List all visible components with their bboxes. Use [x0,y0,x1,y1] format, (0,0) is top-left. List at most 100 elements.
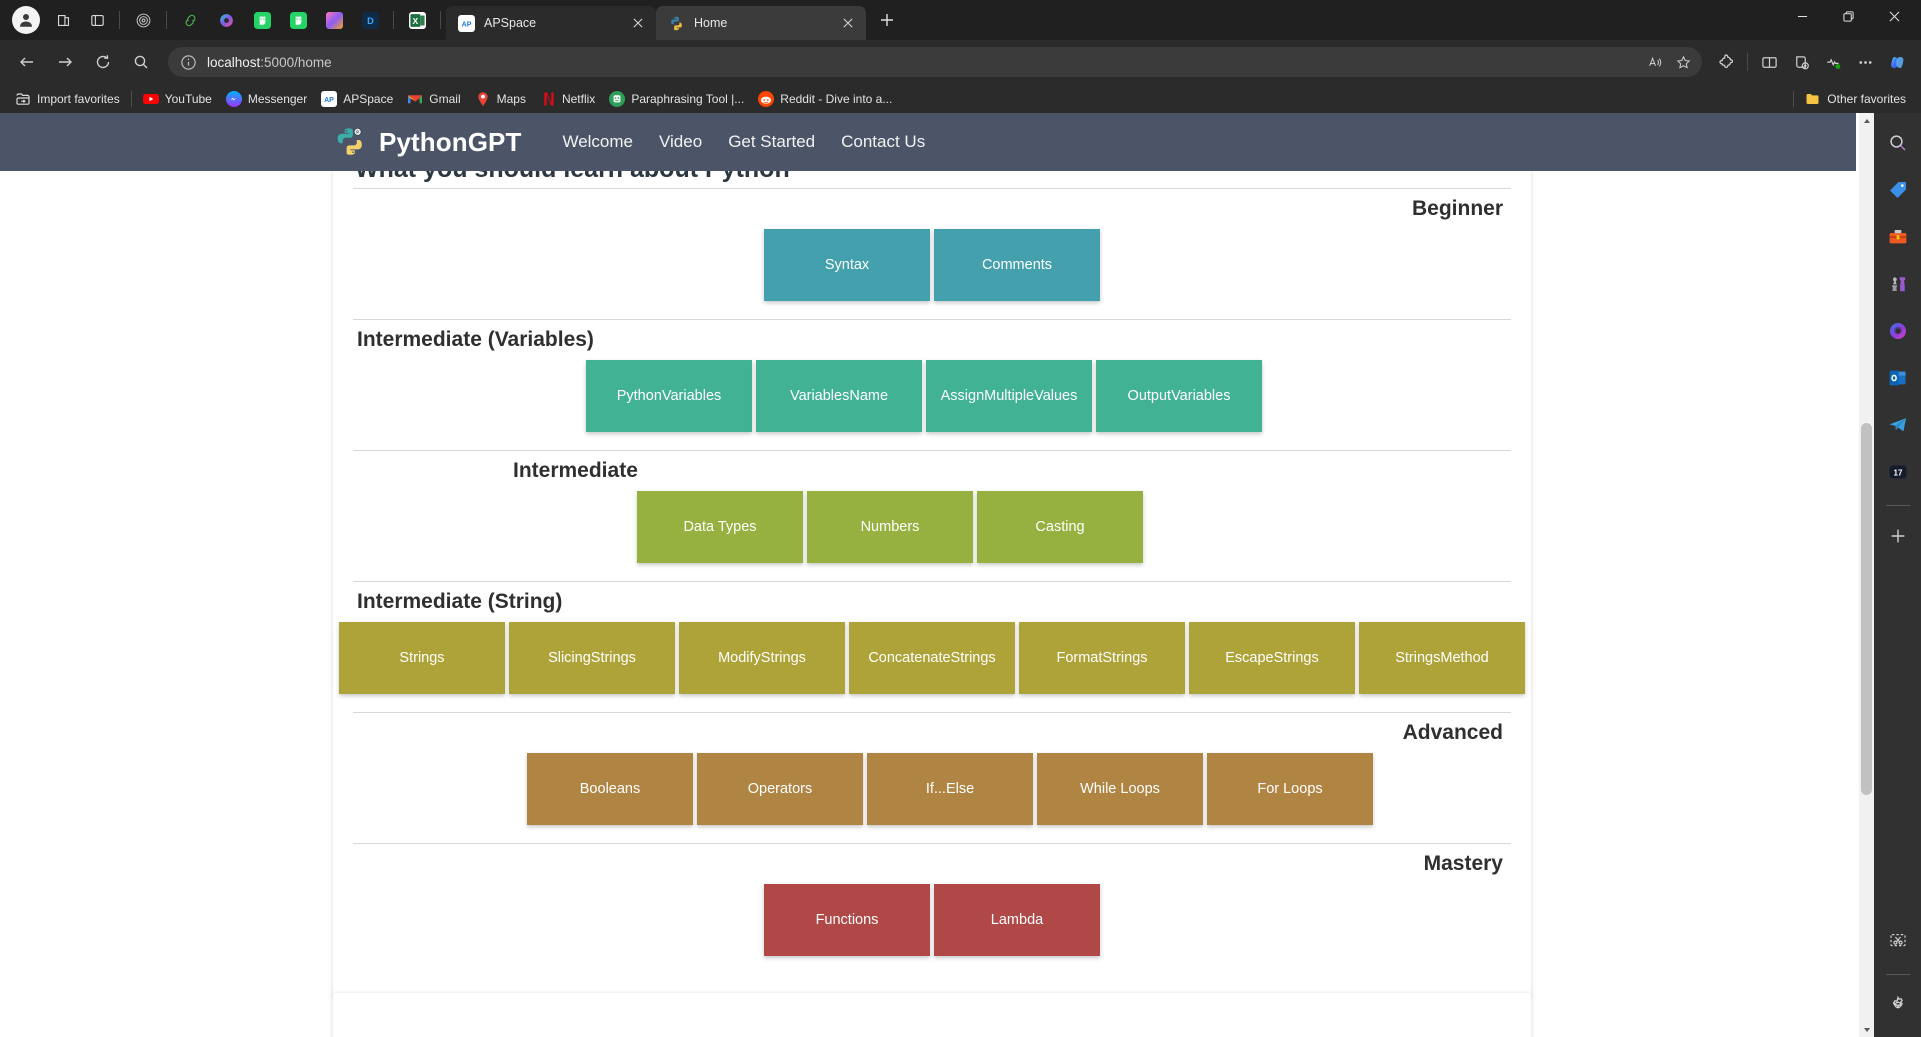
favorite-button[interactable] [1670,49,1696,75]
collections-button[interactable] [1785,46,1817,78]
sidebar-telegram-button[interactable] [1878,405,1918,445]
bookmarks-bar: Import favorites YouTube Messenger AP [0,84,1921,113]
pinned-tab-excel[interactable]: X [400,4,434,36]
profile-avatar[interactable] [12,6,40,34]
topic-card[interactable]: Strings [339,622,505,694]
nav-link-video[interactable]: Video [659,132,703,151]
bookmark-messenger[interactable]: Messenger [219,88,314,110]
scroll-down-arrow[interactable] [1859,1022,1874,1037]
topic-card[interactable]: Numbers [807,491,973,563]
browser-tab-apspace[interactable]: AP APSpace [446,6,656,40]
python-icon [671,16,682,30]
sidebar-add-button[interactable] [1878,516,1918,556]
back-button[interactable] [11,46,43,78]
topic-card[interactable]: Comments [934,229,1100,301]
bookmark-gmail[interactable]: Gmail [400,88,467,110]
nav-link-contact-us[interactable]: Contact Us [841,132,926,151]
topic-card[interactable]: Operators [697,753,863,825]
bookmark-youtube[interactable]: YouTube [136,88,219,110]
address-bar[interactable]: localhost:5000/home [168,47,1702,77]
address-host: localhost [207,54,261,70]
topic-card[interactable]: Syntax [764,229,930,301]
tab-actions-icon[interactable] [48,5,78,35]
tier-label: Intermediate (String) [357,590,563,613]
split-screen-button[interactable] [1753,46,1785,78]
topic-card[interactable]: If...Else [867,753,1033,825]
refresh-button[interactable] [87,46,119,78]
copilot-button[interactable] [1881,46,1913,78]
topic-card[interactable]: Functions [764,884,930,956]
sidebar-screenshot-button[interactable] [1878,921,1918,961]
page-scrollbar[interactable] [1859,113,1874,1037]
tier-label: Intermediate (Variables) [357,328,594,351]
search-button[interactable] [125,46,157,78]
pinned-tab-docs[interactable]: D [353,4,387,36]
whatsapp-icon [289,11,307,29]
sidebar-tools-button[interactable] [1878,217,1918,257]
nav-link-get-started[interactable]: Get Started [728,132,816,151]
minimize-button[interactable] [1779,0,1825,32]
bookmark-reddit[interactable]: Reddit - Dive into a... [751,88,899,110]
pinned-tab-fingerprint[interactable] [126,4,160,36]
topic-card[interactable]: Lambda [934,884,1100,956]
browser-essentials-button[interactable] [1817,46,1849,78]
scrollbar-thumb[interactable] [1861,423,1872,795]
new-tab-button[interactable] [872,5,902,35]
scroll-up-arrow[interactable] [1859,113,1874,128]
more-settings-button[interactable] [1849,46,1881,78]
topic-card[interactable]: For Loops [1207,753,1373,825]
topic-card[interactable]: Data Types [637,491,803,563]
browser-tab-home[interactable]: Home [656,6,866,40]
sidebar-settings-button[interactable] [1878,985,1918,1025]
pinned-tab-copilot[interactable] [209,4,243,36]
topic-card[interactable]: Casting [977,491,1143,563]
bookmark-quillbot[interactable]: Paraphrasing Tool |... [602,88,751,110]
topic-card[interactable]: Booleans [527,753,693,825]
sidebar-shopping-button[interactable] [1878,170,1918,210]
sidebar-copilot-button[interactable] [1878,311,1918,351]
pinned-tab-whatsapp-2[interactable] [281,4,315,36]
pinned-tab-image[interactable] [317,4,351,36]
bookmark-label: Reddit - Dive into a... [780,91,893,106]
bookmark-maps[interactable]: Maps [468,88,533,110]
forward-button[interactable] [49,46,81,78]
topic-card[interactable]: While Loops [1037,753,1203,825]
bookmark-import-favorites[interactable]: Import favorites [8,88,127,110]
sidebar-tradingview-button[interactable]: 17 [1878,452,1918,492]
svg-text:AP: AP [324,97,334,104]
vertical-tabs-icon[interactable] [82,5,112,35]
extensions-button[interactable] [1710,46,1742,78]
maximize-button[interactable] [1825,0,1871,32]
tab-close-button[interactable] [839,14,857,32]
nav-link-welcome[interactable]: Welcome [562,132,633,151]
read-aloud-button[interactable] [1642,49,1668,75]
tier-label: Beginner [1411,197,1503,220]
tab-close-button[interactable] [629,14,647,32]
bookmark-apspace[interactable]: AP APSpace [314,88,400,110]
bookmark-other-favorites[interactable]: Other favorites [1798,88,1913,110]
sidebar-search-button[interactable] [1878,123,1918,163]
divider [130,90,132,107]
site-brand[interactable]: P PythonGPT [333,125,521,159]
bookmark-netflix[interactable]: Netflix [533,88,602,110]
sidebar-games-button[interactable] [1878,264,1918,304]
divider [1885,505,1910,506]
close-window-button[interactable] [1871,0,1917,32]
sidebar-outlook-button[interactable] [1878,358,1918,398]
pinned-tab-whatsapp[interactable] [245,4,279,36]
search-icon [1889,135,1906,151]
pinned-tab-link[interactable] [173,4,207,36]
extensions-icon [1718,53,1733,68]
